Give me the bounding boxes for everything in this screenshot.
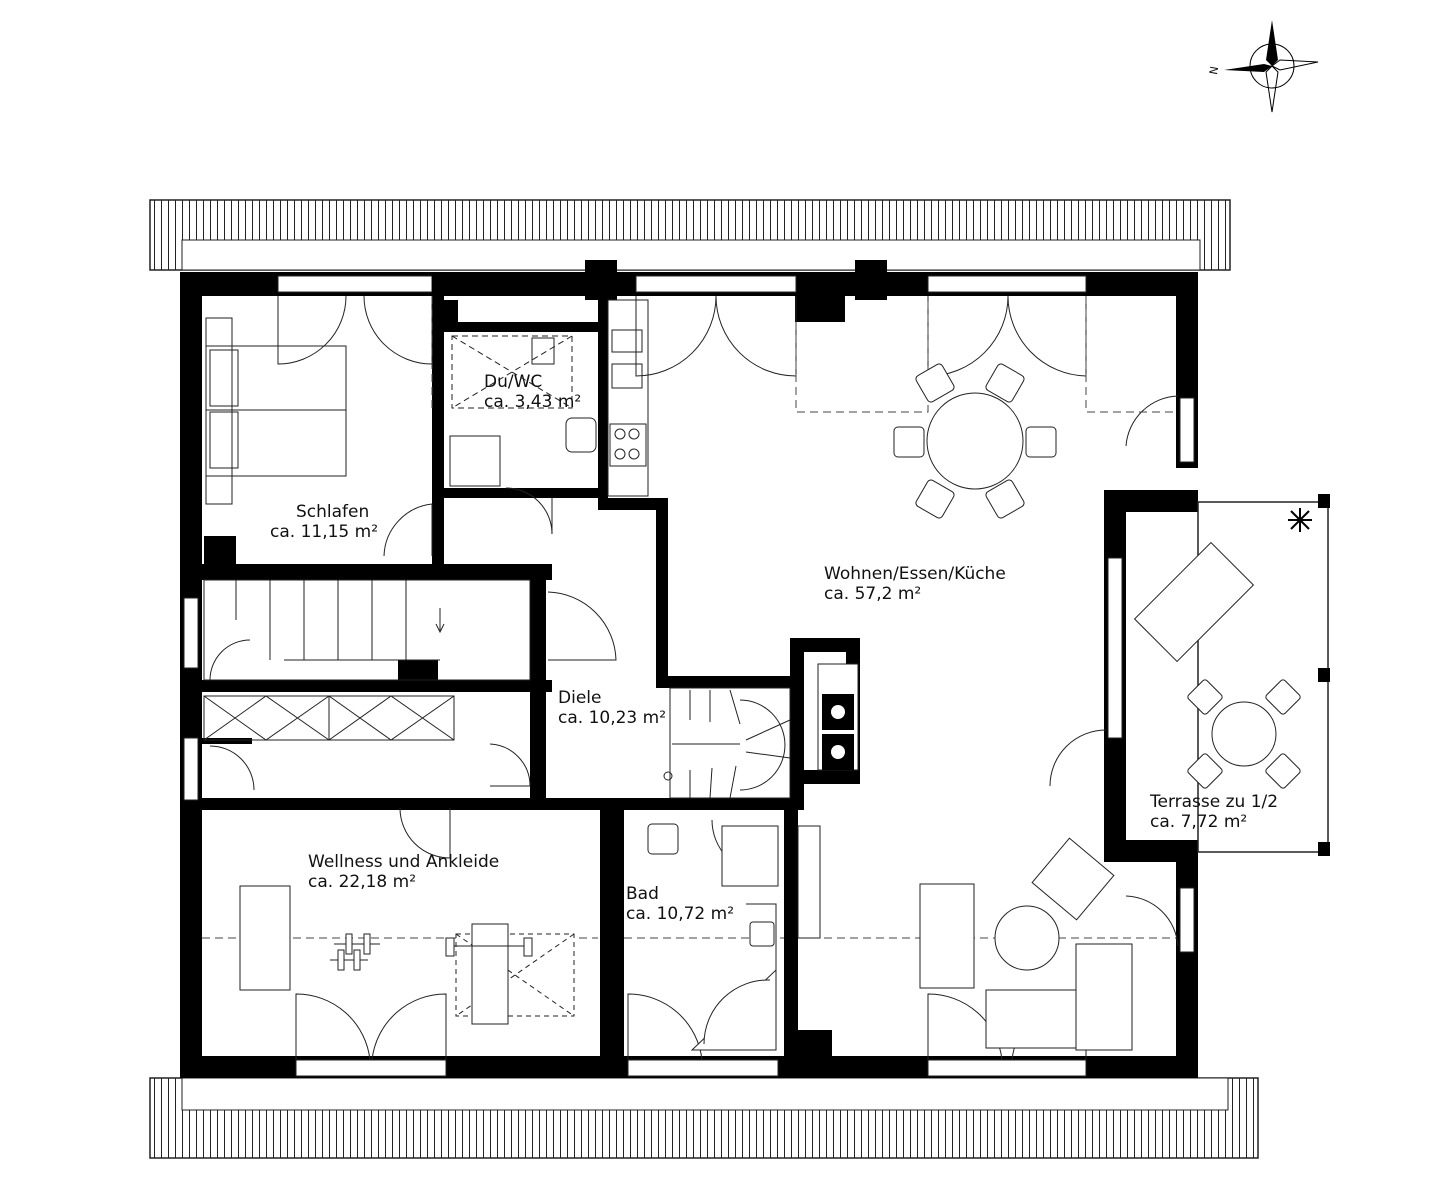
room-label-wellness: Wellness und Ankleide ca. 22,18 m² (308, 852, 499, 892)
dining-table (893, 363, 1057, 519)
room-area: ca. 3,43 m² (484, 392, 582, 412)
shower-wc-fixtures (449, 335, 597, 487)
kitchen-counter (607, 299, 649, 497)
plant-icon (1288, 508, 1312, 532)
room-name: Diele (558, 688, 602, 708)
lounge-seating (919, 837, 1133, 1051)
room-area: ca. 57,2 m² (824, 584, 922, 604)
slope-lines (202, 296, 1176, 939)
room-name: Schlafen (296, 502, 370, 522)
room-name: Du/WC (484, 372, 543, 392)
room-name: Terrasse zu 1/2 (1150, 792, 1279, 812)
wellness-furniture (239, 885, 575, 1025)
kitchen-island (817, 663, 859, 771)
roof-eave-bottom (149, 1077, 1259, 1159)
room-area: ca. 22,18 m² (308, 872, 417, 892)
staircase-lower (663, 687, 791, 799)
room-name: Wohnen/Essen/Küche (824, 564, 1006, 584)
wardrobe (203, 695, 455, 741)
bed (205, 317, 347, 505)
terrace-railing (1197, 494, 1330, 856)
room-label-wohnen: Wohnen/Essen/Küche ca. 57,2 m² (824, 564, 1006, 604)
terrace-furniture (1133, 541, 1301, 789)
windows (183, 275, 1195, 1077)
room-name: Bad (626, 884, 659, 904)
room-area: ca. 10,72 m² (626, 904, 735, 924)
roof-eave-top (149, 199, 1231, 271)
interior-walls (202, 272, 1176, 1070)
room-label-terrasse: Terrasse zu 1/2 ca. 7,72 m² (1150, 792, 1278, 832)
staircase-upper (203, 579, 531, 681)
room-label-bad: Bad ca. 10,72 m² (626, 884, 734, 924)
compass-rose-icon (1224, 20, 1319, 113)
bathroom-fixtures (647, 823, 821, 1051)
room-name: Wellness und Ankleide (308, 852, 500, 872)
room-label-schlafen: Schlafen ca. 11,15 m² (270, 502, 378, 542)
room-area: ca. 11,15 m² (270, 522, 379, 542)
room-area: ca. 10,23 m² (558, 708, 667, 728)
room-area: ca. 7,72 m² (1150, 812, 1248, 832)
room-label-duwc: Du/WC ca. 3,43 m² (484, 372, 581, 412)
room-label-diele: Diele ca. 10,23 m² (558, 688, 666, 728)
